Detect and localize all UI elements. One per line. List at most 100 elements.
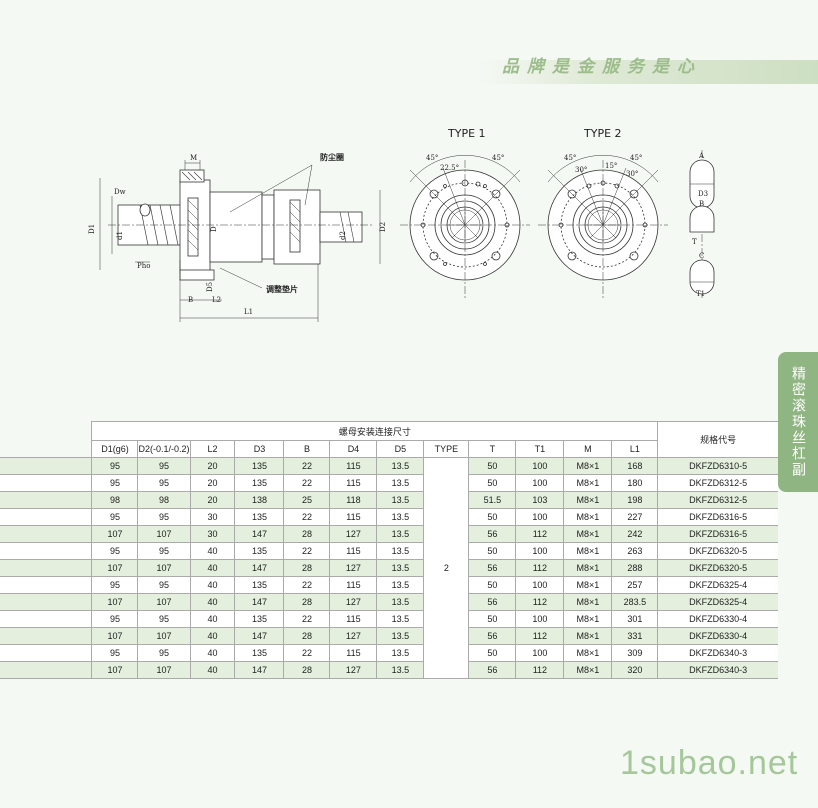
cell-t: 56 — [468, 593, 517, 611]
type1-angle-225: 22.5° — [440, 164, 459, 172]
col-header-d5: D5 — [376, 440, 425, 458]
cell-b: 28 — [283, 525, 331, 543]
section-a-d3: D3 — [698, 190, 708, 198]
cell-b: 22 — [283, 457, 331, 475]
cell-l2: 20 — [189, 457, 236, 475]
col-header-l2: L2 — [189, 440, 236, 458]
cell-d2: 95 — [137, 610, 191, 628]
section-c-t1: T1 — [696, 290, 705, 298]
cell-l2: 40 — [189, 576, 236, 594]
cell-d4: 115 — [329, 508, 378, 526]
cell-spec-code: DKFZD6320-5 — [657, 559, 778, 577]
cell-d3: 135 — [234, 542, 285, 560]
cell-d2: 95 — [137, 457, 191, 475]
row-lead-cell — [0, 457, 93, 475]
cell-spec-code: DKFZD6340-3 — [657, 661, 778, 679]
col-header-type: TYPE — [423, 440, 470, 458]
cell-d5: 13.5 — [376, 593, 425, 611]
cell-d2: 107 — [137, 559, 191, 577]
column-header-row: D1(g6) D2(-0.1/-0.2) L2 D3 B D4 D5 TYPE … — [0, 440, 778, 458]
label-d2-right: D2 — [379, 222, 387, 232]
col-header-l1: L1 — [611, 440, 659, 458]
cell-t: 50 — [468, 610, 517, 628]
cell-m: M8×1 — [563, 491, 613, 509]
label-m: M — [190, 154, 197, 162]
cell-d4: 115 — [329, 644, 378, 662]
table-blank-head2 — [0, 440, 93, 458]
flange-section-views — [689, 150, 715, 300]
cell-t: 50 — [468, 576, 517, 594]
cell-t1: 100 — [515, 508, 565, 526]
cell-m: M8×1 — [563, 576, 613, 594]
cell-d3: 135 — [234, 474, 285, 492]
cell-t: 50 — [468, 474, 517, 492]
spec-table-wrap: 螺母安装连接尺寸 规格代号 D1(g6) D2(-0.1/-0.2) L2 D3… — [0, 421, 778, 679]
row-lead-cell — [0, 508, 93, 526]
cell-b: 22 — [283, 474, 331, 492]
label-d1-outer: D1 — [88, 224, 96, 234]
label-adjust-shim: 调整垫片 — [266, 284, 298, 294]
cell-b: 22 — [283, 508, 331, 526]
cell-b: 25 — [283, 491, 331, 509]
cell-t1: 112 — [515, 525, 565, 543]
row-lead-cell — [0, 610, 93, 628]
cell-m: M8×1 — [563, 593, 613, 611]
row-lead-cell — [0, 576, 93, 594]
cell-l2: 40 — [189, 610, 236, 628]
cell-d4: 127 — [329, 525, 378, 543]
cell-b: 28 — [283, 559, 331, 577]
cell-l2: 40 — [189, 593, 236, 611]
cell-l1: 301 — [611, 610, 659, 628]
label-pho: Pho — [137, 262, 150, 270]
row-lead-cell — [0, 525, 93, 543]
cell-l1: 227 — [611, 508, 659, 526]
label-d5: D5 — [206, 282, 214, 292]
row-lead-cell — [0, 593, 93, 611]
cell-d2: 98 — [137, 491, 191, 509]
cell-t: 50 — [468, 542, 517, 560]
cell-m: M8×1 — [563, 610, 613, 628]
cell-b: 22 — [283, 610, 331, 628]
row-lead-cell — [0, 644, 93, 662]
section-c-label: C — [699, 252, 704, 260]
cell-d5: 13.5 — [376, 457, 425, 475]
cell-t1: 100 — [515, 576, 565, 594]
spec-header: 规格代号 — [657, 421, 778, 458]
cell-spec-code: DKFZD6316-5 — [657, 508, 778, 526]
cell-m: M8×1 — [563, 559, 613, 577]
cell-d3: 147 — [234, 593, 285, 611]
cell-d5: 13.5 — [376, 576, 425, 594]
cell-l2: 40 — [189, 661, 236, 679]
side-category-tab[interactable]: 精密滚珠丝杠副 — [778, 352, 818, 492]
row-lead-cell — [0, 491, 93, 509]
cell-spec-code: DKFZD6325-4 — [657, 576, 778, 594]
col-header-t: T — [468, 440, 517, 458]
cell-d2: 95 — [137, 542, 191, 560]
col-header-t1: T1 — [515, 440, 565, 458]
cell-l1: 180 — [611, 474, 659, 492]
cell-d3: 135 — [234, 457, 285, 475]
group-header: 螺母安装连接尺寸 — [91, 421, 659, 441]
cell-d2: 95 — [137, 508, 191, 526]
cell-t1: 100 — [515, 644, 565, 662]
cell-t: 56 — [468, 559, 517, 577]
cell-b: 28 — [283, 627, 331, 645]
cell-d3: 147 — [234, 627, 285, 645]
cell-t1: 112 — [515, 661, 565, 679]
row-lead-cell — [0, 627, 93, 645]
cell-t1: 112 — [515, 627, 565, 645]
cell-m: M8×1 — [563, 627, 613, 645]
cell-d5: 13.5 — [376, 644, 425, 662]
cell-spec-code: DKFZD6320-5 — [657, 542, 778, 560]
cell-m: M8×1 — [563, 661, 613, 679]
row-lead-cell — [0, 559, 93, 577]
nut-section-view — [99, 160, 381, 322]
cell-d3: 135 — [234, 644, 285, 662]
cell-b: 22 — [283, 576, 331, 594]
